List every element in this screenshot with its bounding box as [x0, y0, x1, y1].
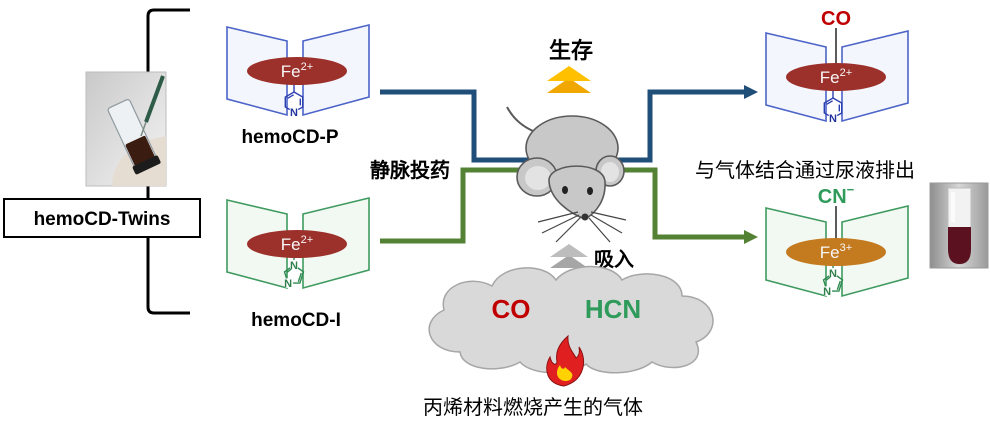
- gas-hcn-label: HCN: [585, 294, 641, 324]
- co-complex-structure: Fe2+ N: [765, 28, 909, 125]
- excretion-label: 与气体结合通过尿液排出: [695, 158, 915, 182]
- blue-route-arrowhead: [744, 85, 758, 99]
- cn-ligand-label: CN−: [818, 182, 855, 208]
- porphyrin-disc: [247, 57, 347, 85]
- porphyrin-disc: [786, 63, 886, 91]
- urine-tube-photo: [929, 182, 989, 269]
- hemocd-p-structure: Fe2+ N: [226, 23, 370, 119]
- gas-co-label: CO: [492, 294, 531, 324]
- flame-icon: [546, 334, 585, 387]
- hemocd-p-label: hemoCD-P: [241, 127, 338, 148]
- iron-label: Fe2+: [281, 61, 313, 81]
- imidazole-ring: N N: [822, 268, 844, 298]
- ring-nitrogen: N: [290, 107, 298, 119]
- hemocd-twins-box: hemoCD-Twins: [3, 198, 201, 238]
- pyridine-ring: N: [823, 97, 843, 125]
- administration-label: 静脉投药: [370, 158, 450, 182]
- green-route-arrowhead: [744, 230, 758, 244]
- iron-label: Fe2+: [820, 67, 852, 87]
- hemocd-i-label: hemoCD-I: [251, 310, 341, 331]
- gas-source-label: 丙烯材料燃烧产生的气体: [423, 395, 643, 419]
- double-chevron-up-icon: [547, 66, 591, 93]
- vial-photo: [85, 71, 167, 187]
- iron-label: Fe3+: [820, 242, 852, 262]
- ring-nitrogen-bottom: N: [823, 286, 831, 298]
- double-chevron-up-icon: [550, 244, 588, 268]
- iron-label: Fe2+: [281, 234, 313, 254]
- hemocd-twins-label: hemoCD-Twins: [34, 209, 171, 230]
- imidazole-ring: N N: [283, 260, 305, 290]
- survival-label: 生存: [549, 38, 593, 64]
- co-ligand-label: CO: [821, 8, 851, 30]
- ring-nitrogen-bottom: N: [284, 278, 292, 290]
- porphyrin-disc: [247, 230, 347, 258]
- mouse-icon: [506, 106, 627, 243]
- pyridine-ring: N: [284, 91, 304, 119]
- hemocd-i-structure: Fe2+ N N: [226, 196, 370, 290]
- cn-complex-structure: Fe3+ N N: [765, 204, 909, 298]
- porphyrin-disc: [786, 238, 886, 266]
- ring-nitrogen: N: [829, 113, 837, 125]
- ring-nitrogen-top: N: [829, 268, 837, 280]
- ring-nitrogen-top: N: [290, 260, 298, 272]
